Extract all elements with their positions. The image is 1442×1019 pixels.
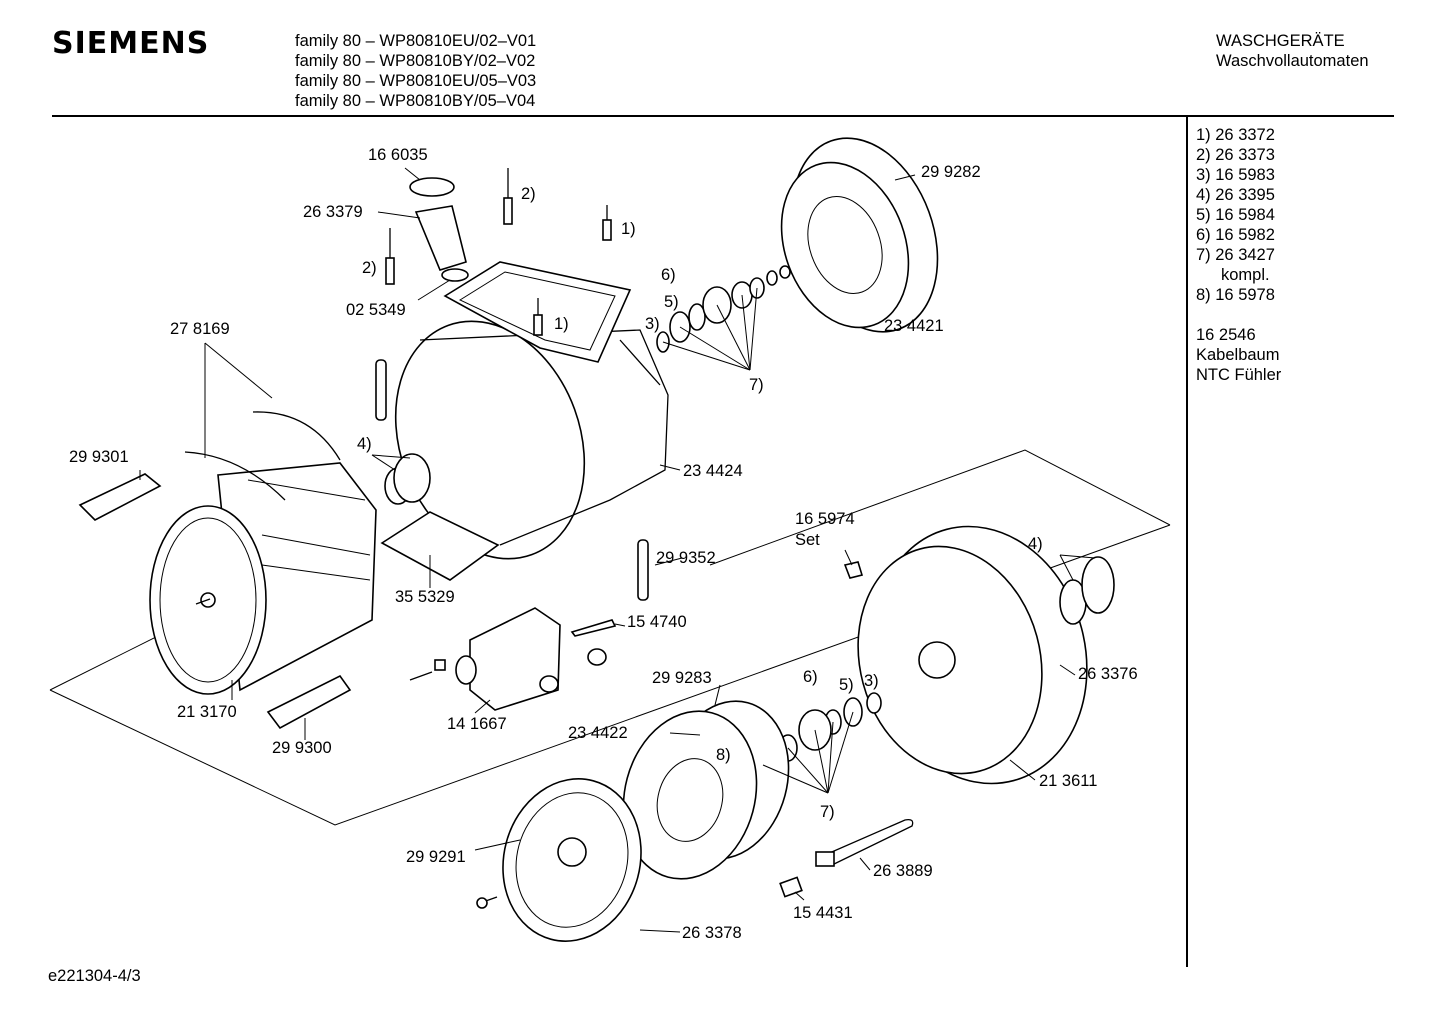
hose (409, 177, 469, 282)
baffle (78, 473, 162, 521)
spring (602, 205, 612, 241)
damper (375, 359, 387, 421)
callout-label: 16 5974 (795, 510, 855, 528)
callout-label: 29 9300 (272, 739, 332, 757)
category-subtitle: Waschvollautomaten (1216, 52, 1369, 70)
ref-label: 6) (661, 266, 676, 284)
ref-label: 3) (645, 315, 660, 333)
ref-label: 8) (716, 746, 731, 764)
callout-label: 21 3611 (1039, 772, 1097, 790)
heater-plate (380, 511, 500, 581)
damper (637, 539, 649, 601)
legend-item: 2) 26 3373 (1196, 146, 1275, 164)
legend-item: 8) 16 5978 (1196, 286, 1275, 304)
ref-label: 7) (749, 376, 764, 394)
legend-item: kompl. (1221, 266, 1270, 284)
front-cover (622, 700, 790, 880)
callout-label: 35 5329 (395, 588, 455, 606)
leader-lines (139, 167, 1096, 933)
seal-ring (384, 453, 431, 505)
drum (149, 462, 377, 695)
motor (409, 607, 607, 711)
callout-label: 27 8169 (170, 320, 230, 338)
model-line: family 80 – WP80810EU/02–V01 (295, 32, 537, 50)
ref-label: 1) (554, 315, 569, 333)
parts-legend: 1) 26 3372 2) 26 3373 3) 16 5983 4) 26 3… (1196, 125, 1281, 385)
clip (843, 561, 864, 579)
callout-label: 26 3376 (1078, 665, 1138, 683)
callout-label: 26 3379 (303, 203, 363, 221)
callout-label: 15 4431 (793, 904, 853, 922)
model-line: family 80 – WP80810BY/05–V04 (295, 92, 536, 110)
legend-item: 1) 26 3372 (1196, 126, 1275, 144)
legend-extra: NTC Fühler (1196, 366, 1282, 384)
category-title: WASCHGERÄTE (1216, 32, 1345, 50)
model-line: family 80 – WP80810BY/02–V02 (295, 52, 536, 70)
callout-label: 02 5349 (346, 301, 406, 319)
ref-label: 6) (803, 668, 818, 686)
ref-label: 3) (864, 672, 879, 690)
legend-item: 7) 26 3427 (1196, 246, 1275, 264)
ref-label: 2) (521, 185, 536, 203)
callout-label: 29 9282 (921, 163, 981, 181)
ref-label: 7) (820, 803, 835, 821)
weight-strap (184, 411, 341, 501)
legend-item: 3) 16 5983 (1196, 166, 1275, 184)
legend-divider (1186, 117, 1188, 967)
callout-labels: 16 6035 26 3379 02 5349 29 9282 23 4421 … (69, 146, 1138, 942)
legend-item: 4) 26 3395 (1196, 186, 1275, 204)
callout-label: 29 9291 (406, 848, 466, 866)
callout-label: 16 6035 (368, 146, 428, 164)
legend-extra: Kabelbaum (1196, 346, 1280, 364)
baffle (266, 674, 352, 730)
ref-label: 5) (839, 676, 854, 694)
spring (385, 228, 395, 285)
callout-label: 23 4424 (683, 462, 743, 480)
spring (533, 298, 543, 336)
callout-label: 29 9352 (656, 549, 716, 567)
model-line: family 80 – WP80810EU/05–V03 (295, 72, 537, 90)
callout-label: 23 4422 (568, 724, 628, 742)
seal-ring (1059, 556, 1115, 625)
legend-item: 6) 16 5982 (1196, 226, 1275, 244)
ref-label: 2) (362, 259, 377, 277)
header-divider (52, 115, 1394, 117)
callout-label: 23 4421 (884, 317, 944, 335)
callout-label: 14 1667 (447, 715, 507, 733)
door-ring (476, 778, 642, 942)
callout-label: 29 9283 (652, 669, 712, 687)
ref-label: 4) (357, 435, 372, 453)
ref-label: 4) (1028, 535, 1043, 553)
callout-label: 26 3889 (873, 862, 933, 880)
ref-label: 1) (621, 220, 636, 238)
sensor (570, 619, 617, 637)
callout-label: 29 9301 (69, 448, 129, 466)
callout-label: 15 4740 (627, 613, 687, 631)
ntc-sensor (779, 876, 803, 898)
ref-label: 5) (664, 293, 679, 311)
document-id: e221304-4/3 (48, 967, 141, 985)
callout-label: Set (795, 531, 820, 549)
callout-label: 26 3378 (682, 924, 742, 942)
brand-logo: SIEMENS (52, 26, 210, 61)
legend-extra: 16 2546 (1196, 326, 1256, 344)
heating-element (815, 818, 914, 867)
spring (503, 168, 513, 225)
legend-item: 5) 16 5984 (1196, 206, 1275, 224)
rear-cover (780, 137, 939, 333)
category-block: WASCHGERÄTE Waschvollautomaten (1216, 31, 1369, 71)
callout-label: 21 3170 (177, 703, 237, 721)
front-tub-half (857, 525, 1088, 785)
model-list: family 80 – WP80810EU/02–V01 family 80 –… (295, 31, 536, 111)
